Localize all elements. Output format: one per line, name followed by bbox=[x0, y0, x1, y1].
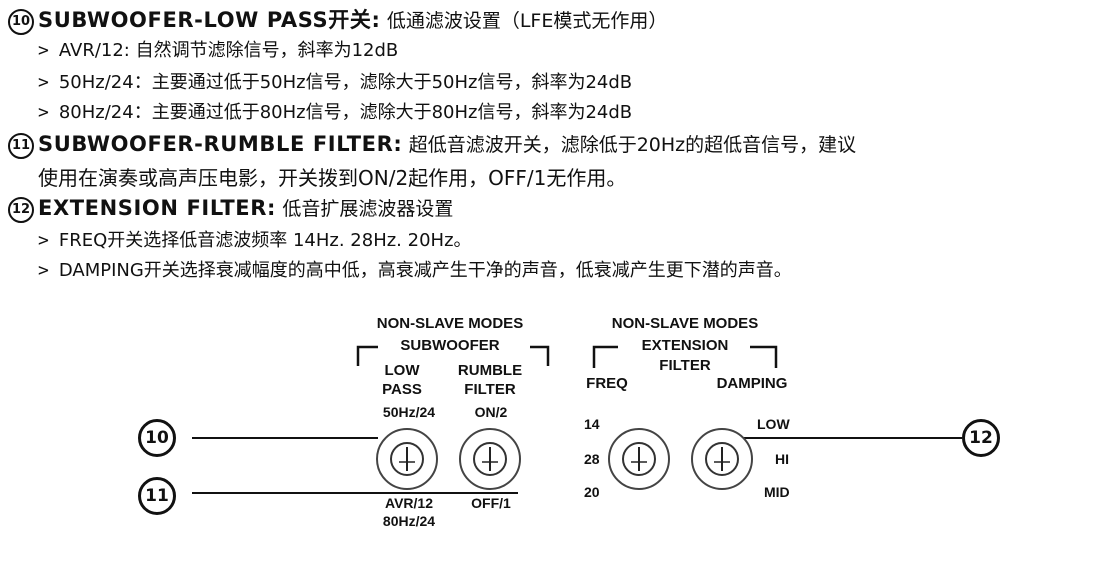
rumble-label-2: FILTER bbox=[464, 381, 516, 398]
damping-label: DAMPING bbox=[716, 375, 788, 392]
bullet-text: FREQ开关选择低音滤波频率 14Hz. 28Hz. 20Hz。 bbox=[58, 230, 472, 251]
bullet-text: DAMPING开关选择衰减幅度的高中低，高衰减产生干净的声音，低衰减产生更下潜的… bbox=[58, 260, 792, 281]
item-11-continuation: 使用在演奏或高声压电影，开关拨到ON/2起作用，OFF/1无作用。 bbox=[38, 166, 627, 190]
freq-knob-icon[interactable] bbox=[607, 427, 671, 491]
low-pass-bottom-value-1: AVR/12 bbox=[385, 495, 433, 511]
item-12-bullet-1: > FREQ开关选择低音滤波频率 14Hz. 28Hz. 20Hz。 bbox=[38, 230, 472, 252]
bullet-arrow: > bbox=[38, 72, 49, 93]
item-10-bullet-2: >50Hz/24：主要通过低于50Hz信号，滤除大于50Hz信号，斜率为24dB bbox=[38, 72, 632, 94]
freq-value-20: 20 bbox=[584, 484, 600, 500]
callout-line-11 bbox=[192, 492, 518, 494]
low-pass-label-1: LOW bbox=[384, 362, 420, 379]
number-badge-10: 10 bbox=[8, 8, 34, 35]
rumble-knob-icon[interactable] bbox=[458, 427, 522, 491]
bullet-text: 50Hz/24：主要通过低于50Hz信号，滤除大于50Hz信号，斜率为24dB bbox=[58, 72, 633, 93]
bullet-text: AVR/12: 自然调节滤除信号，斜率为12dB bbox=[58, 40, 399, 61]
rumble-label-1: RUMBLE bbox=[457, 362, 523, 379]
low-pass-label-2: PASS bbox=[382, 381, 422, 398]
callout-line-10 bbox=[192, 437, 378, 439]
low-pass-top-value: 50Hz/24 bbox=[382, 404, 436, 420]
number-badge-12: 12 bbox=[8, 196, 34, 223]
freq-label: FREQ bbox=[586, 375, 628, 392]
item-10-bullet-3: >80Hz/24：主要通过低于80Hz信号，滤除大于80Hz信号，斜率为24dB bbox=[38, 102, 632, 124]
callout-badge-10: 10 bbox=[138, 419, 176, 457]
damping-knob-icon[interactable] bbox=[690, 427, 754, 491]
damping-value-hi: HI bbox=[775, 451, 789, 467]
rumble-bottom-value: OFF/1 bbox=[471, 495, 511, 511]
low-pass-knob-icon[interactable] bbox=[375, 427, 439, 491]
callout-badge-11: 11 bbox=[138, 477, 176, 515]
item-12-title: EXTENSION FILTER: bbox=[38, 196, 276, 220]
callout-badge-12: 12 bbox=[962, 419, 1000, 457]
item-10-bullet-1: > AVR/12: 自然调节滤除信号，斜率为12dB bbox=[38, 40, 398, 62]
left-group-name: SUBWOOFER bbox=[400, 337, 500, 354]
rumble-top-value: ON/2 bbox=[474, 404, 508, 420]
damping-value-low: LOW bbox=[757, 416, 790, 432]
bullet-text: 80Hz/24：主要通过低于80Hz信号，滤除大于80Hz信号，斜率为24dB bbox=[58, 102, 633, 123]
damping-value-mid: MID bbox=[764, 484, 790, 500]
bullet-arrow: > bbox=[38, 230, 49, 251]
bullet-arrow: > bbox=[38, 102, 49, 123]
number-badge-11: 11 bbox=[8, 132, 34, 159]
item-11-title: SUBWOOFER-RUMBLE FILTER: bbox=[38, 132, 403, 156]
item-12-bullet-2: > DAMPING开关选择衰减幅度的高中低，高衰减产生干净的声音，低衰减产生更下潜… bbox=[38, 260, 792, 282]
right-group-name-2: FILTER bbox=[659, 357, 711, 374]
freq-value-14: 14 bbox=[584, 416, 600, 432]
item-11-description: 超低音滤波开关，滤除低于20Hz的超低音信号，建议 bbox=[408, 134, 857, 156]
right-group-mode: NON-SLAVE MODES bbox=[611, 315, 759, 332]
left-group-mode: NON-SLAVE MODES bbox=[376, 315, 524, 332]
right-group-name-1: EXTENSION bbox=[641, 337, 729, 354]
item-10-title: SUBWOOFER-LOW PASS开关: bbox=[38, 8, 381, 32]
low-pass-bottom-value-2: 80Hz/24 bbox=[382, 513, 436, 529]
freq-value-28: 28 bbox=[584, 451, 600, 467]
item-10-description: 低通滤波设置（LFE模式无作用） bbox=[386, 10, 668, 32]
callout-line-12 bbox=[742, 437, 962, 439]
bullet-arrow: > bbox=[38, 260, 49, 281]
bullet-arrow: > bbox=[38, 40, 49, 61]
item-12-description: 低音扩展滤波器设置 bbox=[282, 198, 454, 220]
